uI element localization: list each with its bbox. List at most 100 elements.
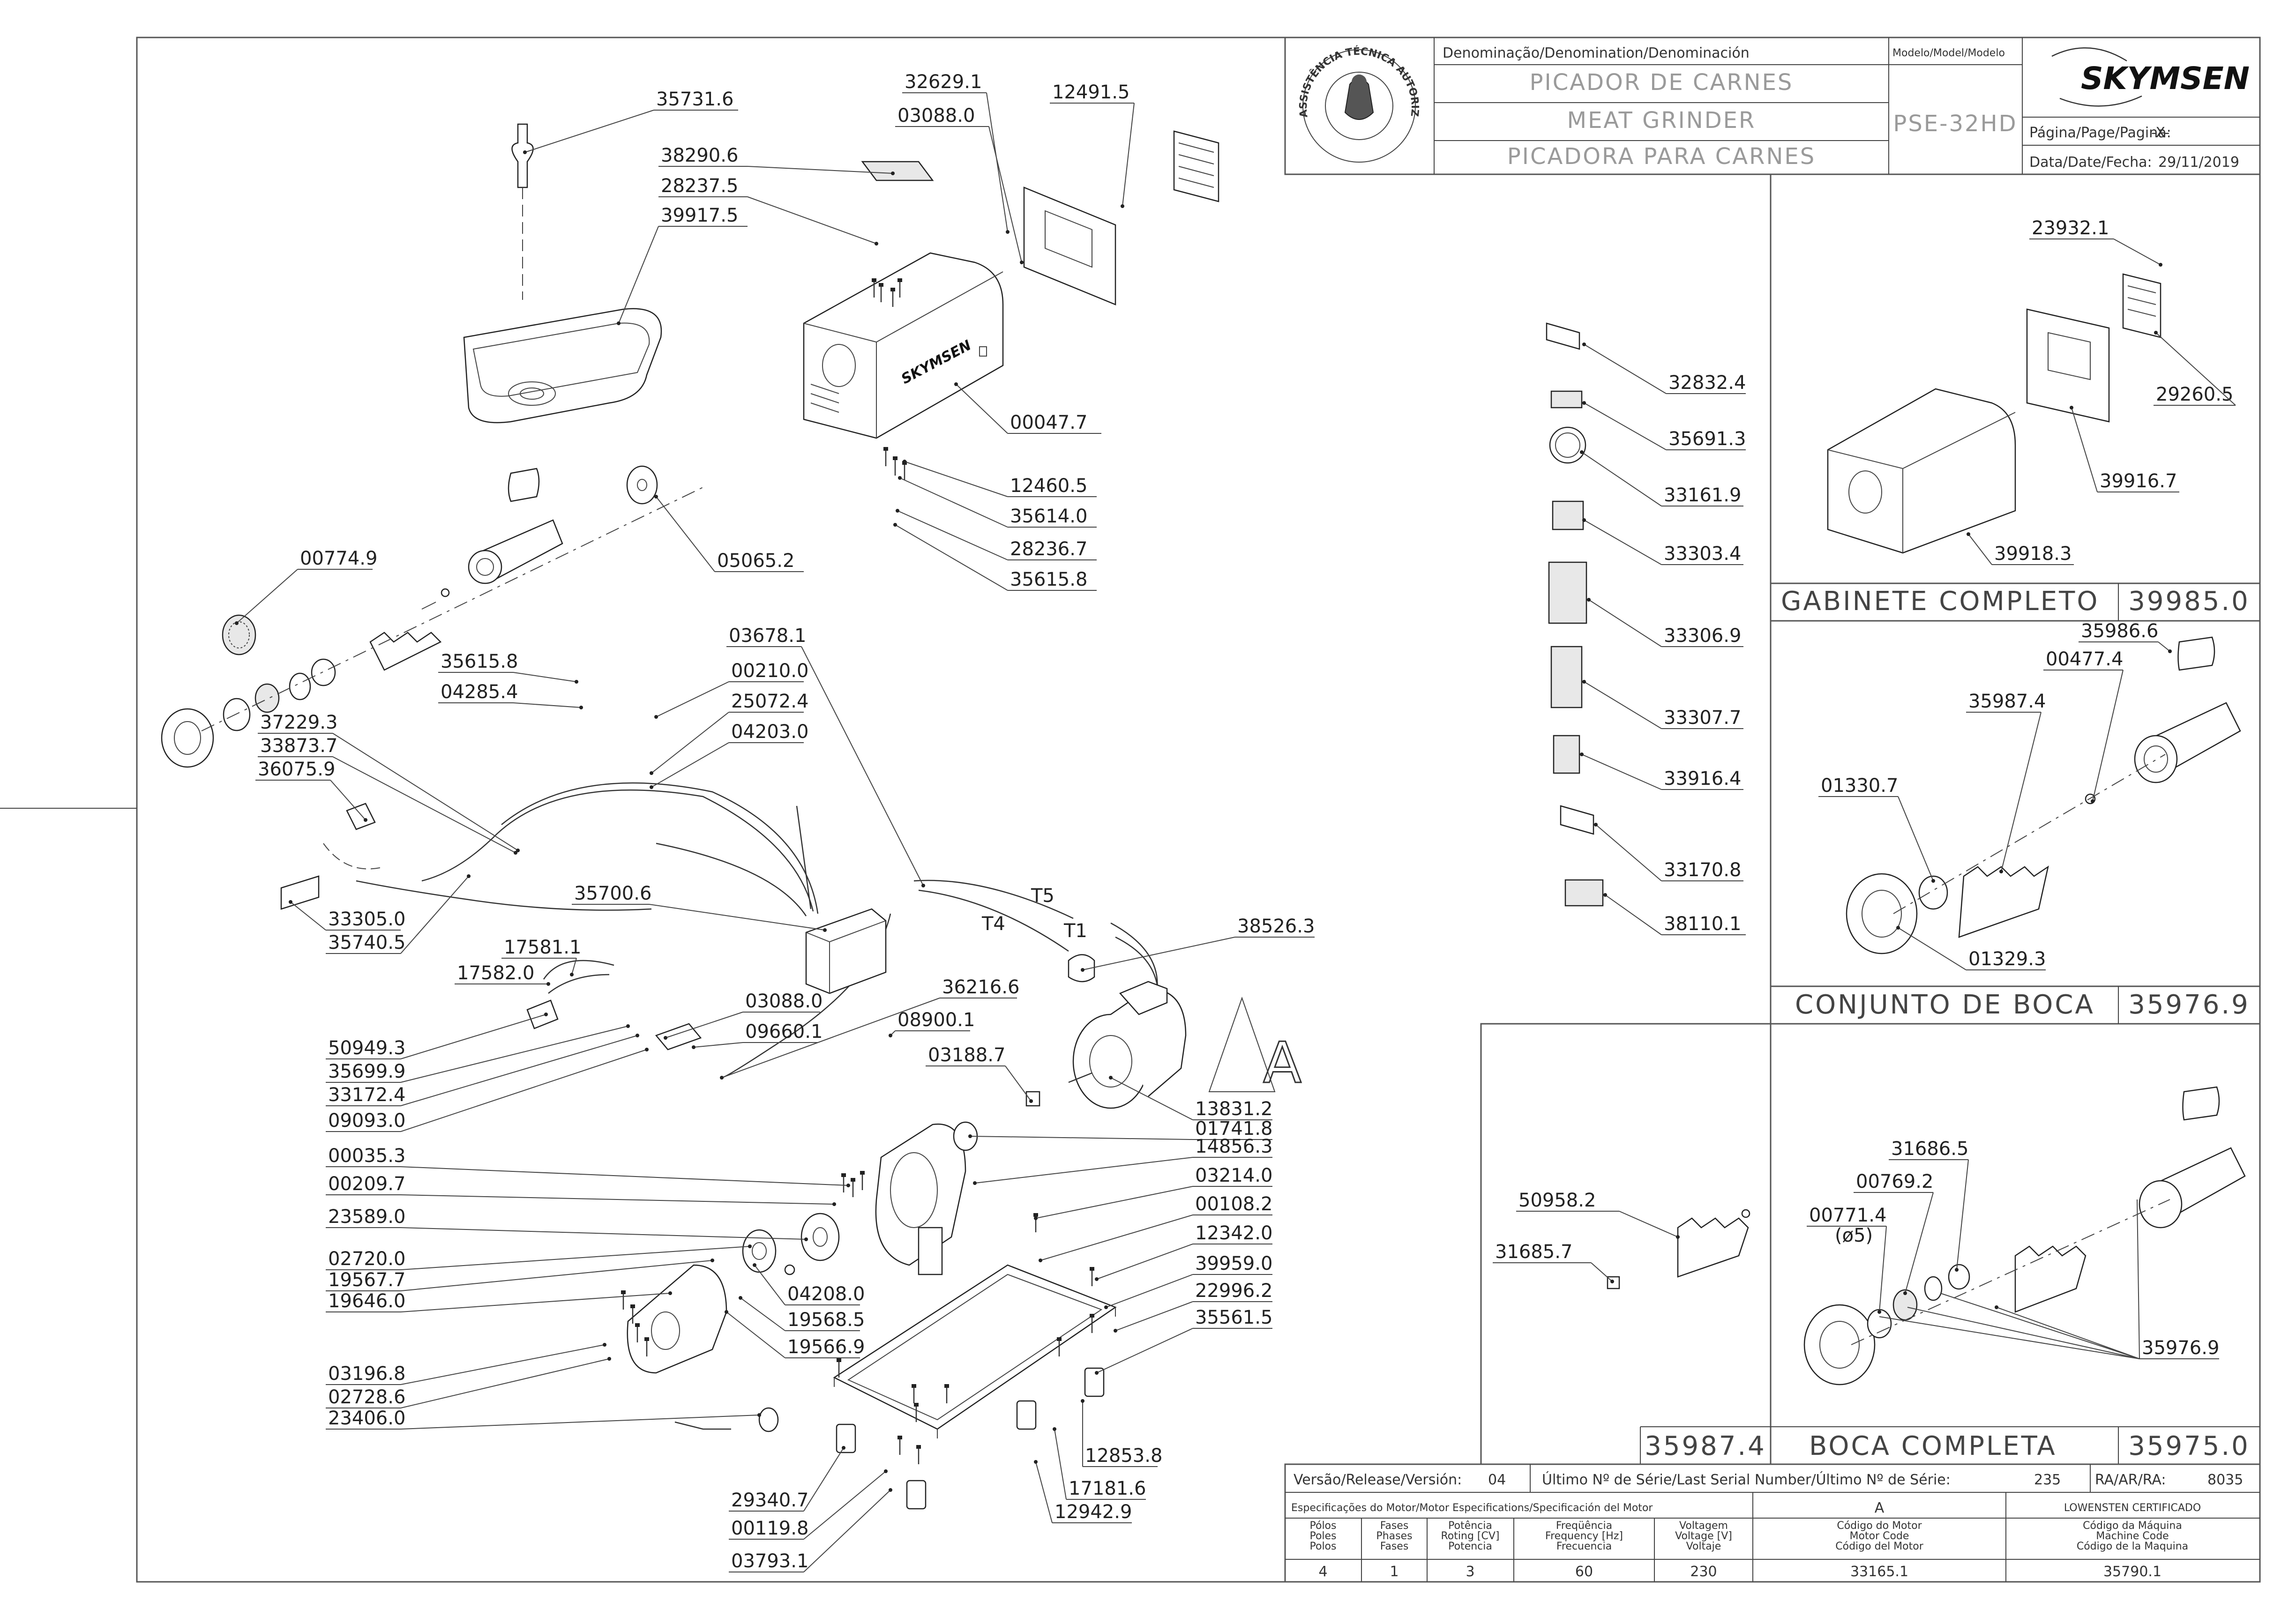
part-number-leader-dot bbox=[832, 1202, 836, 1206]
part-number-leader bbox=[1115, 1301, 1193, 1331]
part-number-label: 12460.5 bbox=[1010, 475, 1087, 497]
motor-spec-header: Voltage [V] bbox=[1675, 1530, 1732, 1542]
part-number-leader bbox=[513, 702, 582, 708]
conjunto-boca-drawing bbox=[1846, 636, 2241, 954]
part-number-leader bbox=[400, 1246, 750, 1270]
page-value: -X- bbox=[2151, 125, 2169, 141]
certificate-text: LOWENSTEN CERTIFICADO bbox=[2064, 1502, 2201, 1514]
sticker-part-number-leader-dot bbox=[1582, 343, 1586, 346]
boca-completa-code: 35975.0 bbox=[2128, 1431, 2250, 1461]
part-number-leader bbox=[400, 1415, 760, 1430]
part-number-label: 12342.0 bbox=[1195, 1222, 1272, 1244]
boca-completa-title: BOCA COMPLETA bbox=[1809, 1431, 2057, 1461]
part-number-label: 05065.2 bbox=[717, 550, 794, 572]
boca-completa-part-number-label: 00771.4 bbox=[1809, 1205, 1886, 1226]
part-number-leader-dot bbox=[626, 1024, 630, 1028]
part-number-label: 00108.2 bbox=[1195, 1193, 1272, 1215]
motor-spec-value: 60 bbox=[1575, 1564, 1593, 1580]
motor-spec-header: Polos bbox=[1310, 1541, 1337, 1552]
connector-part bbox=[346, 803, 376, 830]
part-number-leader bbox=[988, 126, 1022, 263]
screw-head-icon bbox=[841, 1173, 846, 1177]
part-number-label: 33873.7 bbox=[260, 735, 337, 757]
part-number-leader-dot bbox=[896, 509, 899, 513]
motor-detail-triangle bbox=[1208, 996, 1276, 1092]
part-number-leader bbox=[400, 1293, 671, 1312]
part-number-leader bbox=[1054, 1429, 1067, 1500]
part-number-label: 35731.6 bbox=[656, 89, 733, 110]
motor-letter-a: A bbox=[1263, 1031, 1301, 1096]
sheet-frame bbox=[136, 37, 2261, 1583]
boca-completa-part-number-leader-dot bbox=[1903, 1291, 1907, 1295]
part-number-label: 02728.6 bbox=[328, 1386, 405, 1408]
sticker-part-number-leader bbox=[1595, 824, 1662, 881]
part-number-leader-dot bbox=[903, 460, 906, 463]
part-number-label: 17181.6 bbox=[1069, 1478, 1146, 1499]
part-number-label: 50949.3 bbox=[328, 1037, 405, 1059]
part-number-leader bbox=[974, 1157, 1193, 1184]
part-number-label: 19566.9 bbox=[787, 1336, 865, 1358]
part-number-leader bbox=[803, 1447, 844, 1512]
back-plate-part bbox=[1023, 186, 1116, 305]
part-number-leader bbox=[721, 998, 940, 1078]
sticker-part-number-leader bbox=[1605, 894, 1662, 935]
sticker-part-number-leader bbox=[1581, 754, 1662, 790]
part-number-leader bbox=[513, 672, 577, 682]
part-number-leader-dot bbox=[235, 621, 239, 625]
part-number-label: 35561.5 bbox=[1195, 1307, 1272, 1328]
part-number-label: 12853.8 bbox=[1085, 1445, 1162, 1467]
part-number-label: 00047.7 bbox=[1010, 412, 1087, 433]
part-number-leader-dot bbox=[570, 973, 574, 976]
part-number-leader-dot bbox=[692, 1045, 696, 1049]
rosca-part-number-label: 50958.2 bbox=[1518, 1190, 1596, 1211]
part-number-label: 19646.0 bbox=[328, 1290, 405, 1312]
part-number-label: 23589.0 bbox=[328, 1206, 405, 1228]
part-number-leader-dot bbox=[467, 874, 471, 878]
part-number-leader-dot bbox=[617, 321, 621, 325]
part-number-leader bbox=[665, 1012, 743, 1038]
rosca-drawing bbox=[1607, 1209, 1750, 1289]
part-number-leader bbox=[651, 712, 729, 774]
part-number-label: 03188.7 bbox=[928, 1044, 1005, 1066]
part-number-leader-dot bbox=[364, 818, 367, 822]
part-number-label: 28236.7 bbox=[1010, 538, 1087, 560]
serial-label: Último Nº de Série/Last Serial Number/Úl… bbox=[1542, 1471, 1951, 1488]
part-number-label: 39917.5 bbox=[661, 205, 738, 226]
clip-part bbox=[861, 161, 934, 181]
boca-completa-part-number-leader bbox=[1879, 1226, 1887, 1312]
part-number-label: 36216.6 bbox=[942, 976, 1019, 998]
screw-head-icon bbox=[897, 278, 902, 282]
sticker-part-number-leader-dot bbox=[1582, 680, 1586, 684]
plate-part bbox=[222, 614, 256, 656]
serial-value: 235 bbox=[2034, 1472, 2061, 1488]
screw-head-icon bbox=[1090, 1314, 1094, 1318]
part-number-label: 25072.4 bbox=[731, 691, 808, 712]
gear-part bbox=[742, 1213, 840, 1275]
authorized-service-seal: ASSISTÊNCIA TÉCNICA AUTORIZADA bbox=[0, 0, 1421, 163]
motor-spec-header: Machine Code bbox=[2096, 1530, 2169, 1542]
part-number-leader bbox=[1122, 103, 1135, 207]
part-number-leader-dot bbox=[823, 928, 827, 932]
part-number-label: 19568.5 bbox=[787, 1309, 865, 1331]
conjunto-boca-part-number-label: 00477.4 bbox=[2046, 648, 2123, 670]
part-number-leader-dot bbox=[289, 900, 292, 904]
part-number-leader-dot bbox=[898, 476, 902, 480]
part-number-label: 19567.7 bbox=[328, 1269, 405, 1291]
part-number-leader-dot bbox=[650, 785, 653, 789]
title-block: ASSISTÊNCIA TÉCNICA AUTORIZADA Denominaç… bbox=[0, 0, 2261, 175]
sticker-part-number-leader-dot bbox=[1594, 823, 1598, 827]
part-number-leader-dot bbox=[889, 1488, 892, 1492]
rosca-part-number-leader-dot bbox=[1676, 1235, 1680, 1239]
part-number-leader bbox=[400, 1194, 835, 1205]
motor-spec-header: Pólos bbox=[1310, 1520, 1337, 1532]
gabinete-part-number-label: 23932.1 bbox=[2032, 217, 2109, 239]
part-number-leader bbox=[956, 384, 1008, 434]
part-number-leader bbox=[1035, 1461, 1053, 1523]
version-value: 04 bbox=[1488, 1472, 1506, 1488]
part-number-label: 12942.9 bbox=[1055, 1501, 1132, 1523]
screw-head-icon bbox=[860, 1171, 865, 1175]
part-number-label: 14856.3 bbox=[1195, 1136, 1272, 1157]
part-number-leader-dot bbox=[664, 1036, 667, 1040]
gabinete-part-number-leader-dot bbox=[1967, 532, 1970, 536]
